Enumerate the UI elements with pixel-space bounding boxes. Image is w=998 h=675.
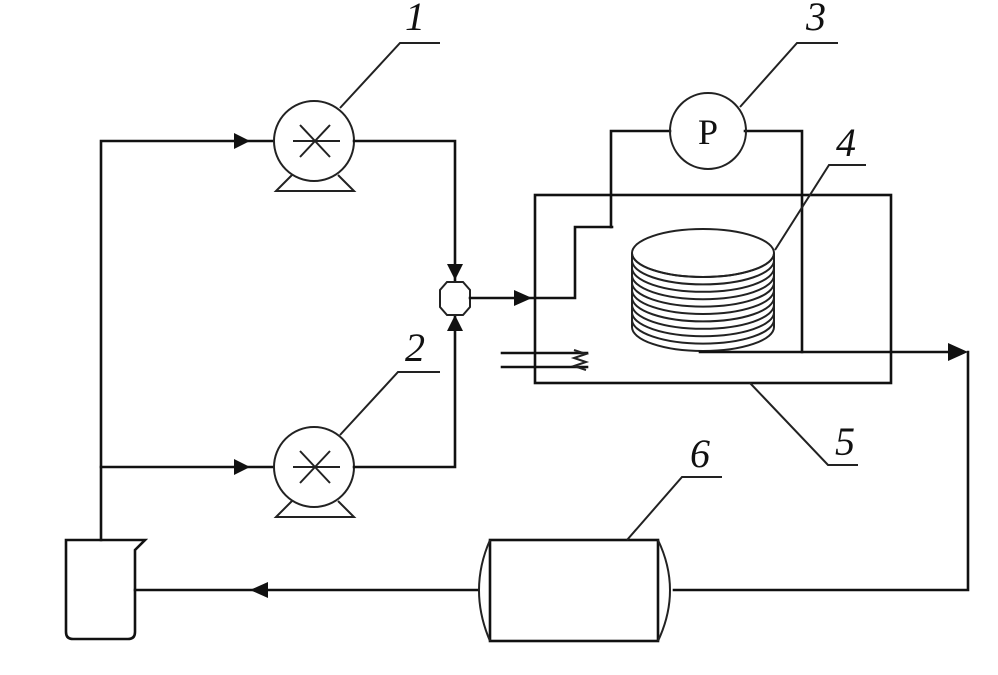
membrane-layer: [631, 252, 775, 278]
arrow-into-mixer-bottom: [447, 315, 463, 331]
pump-1[interactable]: [273, 100, 357, 192]
membrane-stack[interactable]: [631, 228, 775, 352]
gauge-line-left: [609, 129, 672, 229]
heating-element: [500, 349, 590, 371]
arrow-into-mixer-top: [447, 264, 463, 280]
membrane-layer: [631, 275, 775, 301]
membrane-layer: [631, 260, 775, 286]
mixer: [439, 281, 471, 316]
arrow-to-module: [514, 290, 532, 306]
pipe-pump-1-to-mixer: [352, 139, 457, 283]
label-3: 3: [805, 0, 826, 39]
leader-4: [774, 164, 866, 251]
beaker-icon: [64, 538, 149, 641]
membrane-layer: [631, 319, 775, 345]
label-6: 6: [690, 431, 710, 476]
label-1: 1: [405, 0, 425, 39]
feed-beaker: [64, 538, 149, 641]
membrane-stack-icon: [631, 228, 775, 352]
membrane-sides: [631, 253, 775, 327]
mixer-icon: [439, 281, 471, 316]
membrane-layer: [631, 297, 775, 323]
thermostatic-bath: [533, 193, 893, 385]
membrane-layer: [631, 267, 775, 293]
labels: 1 2 3 4 5 6: [339, 0, 866, 541]
label-2: 2: [405, 325, 425, 370]
membrane-layer: [631, 312, 775, 338]
arrow-to-pump-2: [234, 459, 250, 475]
tank-icon: [488, 538, 660, 643]
membrane-layer: [631, 326, 775, 352]
gauge-line-right: [743, 129, 804, 354]
leader-3: [739, 42, 838, 108]
membrane-layer: [631, 282, 775, 308]
leader-5: [749, 382, 858, 466]
arrow-return: [250, 582, 268, 598]
label-4: 4: [836, 120, 856, 165]
membrane-layer: [631, 289, 775, 315]
collection-vessel[interactable]: [478, 538, 671, 643]
label-5: 5: [835, 419, 855, 464]
heater-icon: [570, 349, 590, 371]
pipe-pump-2-to-mixer: [352, 314, 457, 469]
pump-2[interactable]: [273, 426, 357, 518]
arrow-to-pump-1: [234, 133, 250, 149]
pressure-gauge[interactable]: P: [609, 92, 804, 354]
pipe-to-vessel: [672, 350, 970, 592]
feed-lines: [99, 133, 274, 542]
pressure-gauge-icon: [669, 92, 747, 170]
leader-2: [339, 371, 440, 436]
membrane-layer: [631, 304, 775, 330]
pipe-to-pump-1: [99, 139, 274, 542]
arrow-outlet: [948, 343, 968, 361]
pressure-gauge-symbol: P: [698, 112, 718, 152]
pipe-mixer-to-module: [468, 225, 614, 300]
leader-6: [626, 476, 722, 541]
leader-1: [339, 42, 440, 109]
